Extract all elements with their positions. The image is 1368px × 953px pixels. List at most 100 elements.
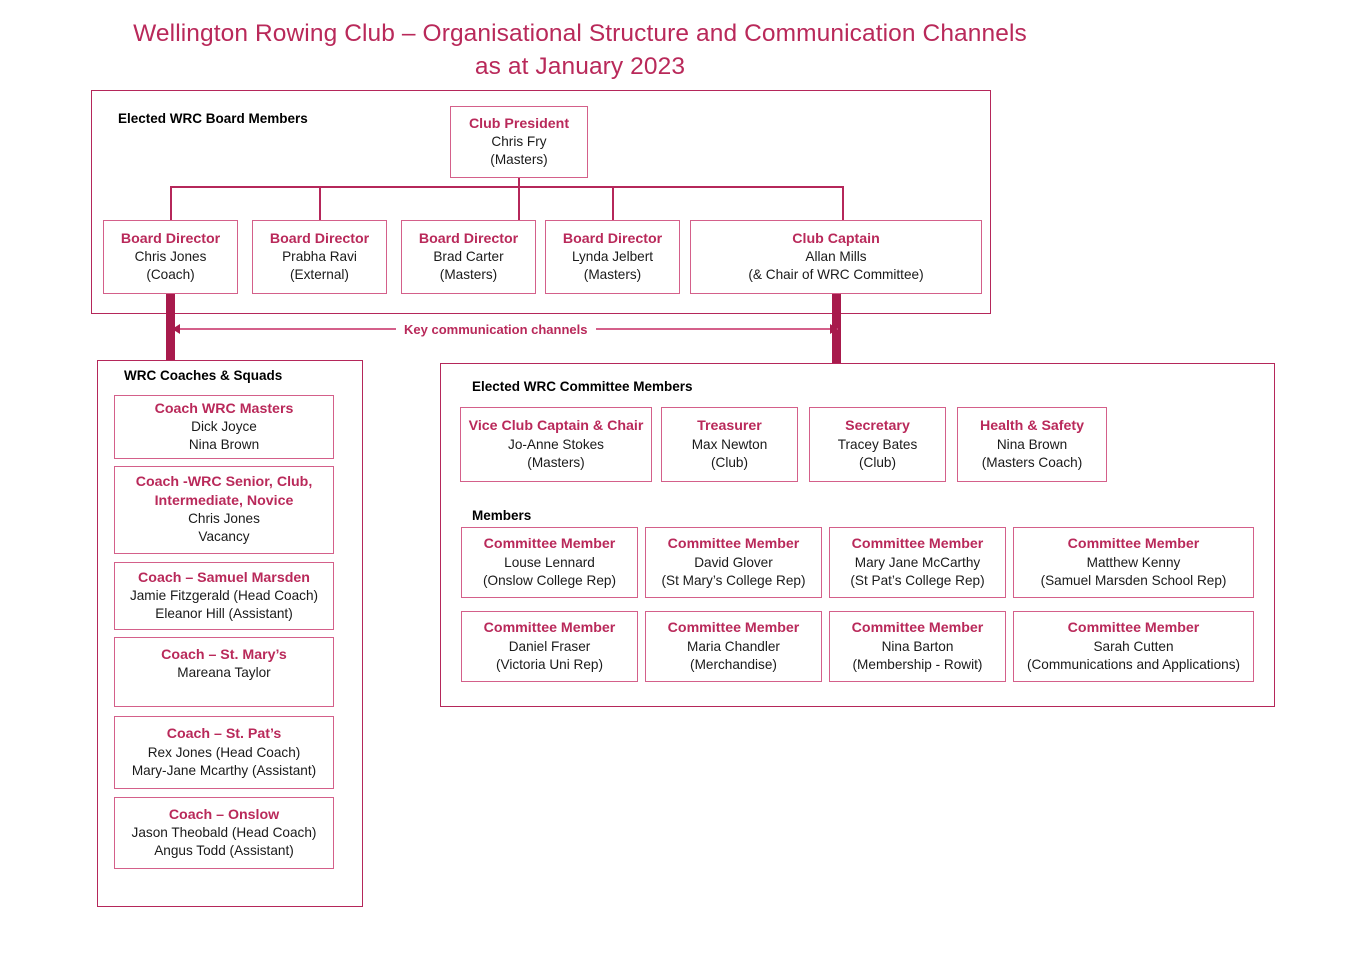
node-sub: (Masters Coach) xyxy=(981,454,1083,470)
node-sub: (St Mary’s College Rep) xyxy=(661,572,806,588)
communication-arrow-head-right xyxy=(830,324,838,334)
node-sub: (& Chair of WRC Committee) xyxy=(748,267,924,283)
node-name: Daniel Fraser xyxy=(508,638,591,654)
node-name: Chris Jones xyxy=(134,249,207,265)
node-role: Board Director xyxy=(120,230,221,247)
node-sub: (Communications and Applications) xyxy=(1026,656,1241,672)
node-name: Prabha Ravi xyxy=(282,249,357,265)
node-sub: (Masters) xyxy=(490,152,548,168)
node-role: Health & Safety xyxy=(979,418,1085,435)
node-role: Club Captain xyxy=(792,230,880,247)
node-sub: (Masters) xyxy=(527,454,585,470)
node-name: Chris Fry xyxy=(491,134,547,150)
coach-node-senior-club-intermediate-novice[interactable]: Coach -WRC Senior, Club, Intermediate, N… xyxy=(114,466,334,554)
board-node-president[interactable]: Club President Chris Fry (Masters) xyxy=(450,106,588,178)
connector-board-to-coaches xyxy=(166,294,175,362)
node-name: Dick Joyce xyxy=(191,419,257,435)
node-sub: (Club) xyxy=(858,454,896,470)
board-node-club-captain[interactable]: Club Captain Allan Mills (& Chair of WRC… xyxy=(690,220,982,294)
node-sub: (Coach) xyxy=(146,267,195,283)
node-role: Committee Member xyxy=(483,536,616,553)
node-name: Matthew Kenny xyxy=(1086,554,1181,570)
node-role: Committee Member xyxy=(483,620,616,637)
board-drop-1 xyxy=(170,186,172,220)
committee-member-node-7[interactable]: Committee Member Nina Barton (Membership… xyxy=(829,611,1006,682)
connector-board-to-committee xyxy=(832,294,841,384)
node-sub: (Victoria Uni Rep) xyxy=(495,656,604,672)
committee-member-node-1[interactable]: Committee Member Louse Lennard (Onslow C… xyxy=(461,527,638,598)
board-panel-label: Elected WRC Board Members xyxy=(118,111,308,126)
committee-member-node-5[interactable]: Committee Member Daniel Fraser (Victoria… xyxy=(461,611,638,682)
node-sub: (Onslow College Rep) xyxy=(483,572,616,588)
committee-member-node-8[interactable]: Committee Member Sarah Cutten (Communica… xyxy=(1013,611,1254,682)
committee-node-vice-captain-chair[interactable]: Vice Club Captain & Chair Jo-Anne Stokes… xyxy=(460,407,652,482)
committee-member-node-4[interactable]: Committee Member Matthew Kenny (Samuel M… xyxy=(1013,527,1254,598)
node-role: Board Director xyxy=(562,230,663,247)
node-role: Coach – St. Mary’s xyxy=(161,647,287,663)
node-name: Maria Chandler xyxy=(687,638,780,654)
node-sub: (Merchandise) xyxy=(690,656,777,672)
coach-node-masters[interactable]: Coach WRC Masters Dick Joyce Nina Brown xyxy=(114,395,334,459)
coach-node-st-pats[interactable]: Coach – St. Pat’s Rex Jones (Head Coach)… xyxy=(114,716,334,789)
node-name: Sarah Cutten xyxy=(1093,638,1174,654)
node-name-2: Nina Brown xyxy=(188,437,260,453)
board-node-director-3[interactable]: Board Director Brad Carter (Masters) xyxy=(401,220,536,294)
node-sub: (St Pat’s College Rep) xyxy=(850,572,985,588)
committee-member-node-3[interactable]: Committee Member Mary Jane McCarthy (St … xyxy=(829,527,1006,598)
node-name: Brad Carter xyxy=(433,249,504,265)
node-sub: (Membership - Rowit) xyxy=(852,656,983,672)
node-name: Jo-Anne Stokes xyxy=(508,436,604,452)
node-name: Lynda Jelbert xyxy=(571,249,654,265)
node-sub: (Masters) xyxy=(439,267,498,283)
node-name: Chris Jones xyxy=(188,511,260,527)
committee-node-health-safety[interactable]: Health & Safety Nina Brown (Masters Coac… xyxy=(957,407,1107,482)
node-role: Committee Member xyxy=(851,536,984,553)
page-title: Wellington Rowing Club – Organisational … xyxy=(0,18,1160,83)
node-name: Jamie Fitzgerald (Head Coach) xyxy=(129,588,319,604)
node-role: Committee Member xyxy=(667,536,800,553)
node-role: Committee Member xyxy=(851,620,984,637)
node-role: Secretary xyxy=(845,418,910,435)
committee-member-node-2[interactable]: Committee Member David Glover (St Mary’s… xyxy=(645,527,822,598)
node-role: Coach – Samuel Marsden xyxy=(138,569,310,586)
node-name: Max Newton xyxy=(691,436,768,452)
page-title-line-1: Wellington Rowing Club – Organisational … xyxy=(133,20,1027,47)
node-role: Treasurer xyxy=(697,418,762,435)
committee-member-node-6[interactable]: Committee Member Maria Chandler (Merchan… xyxy=(645,611,822,682)
committee-node-secretary[interactable]: Secretary Tracey Bates (Club) xyxy=(809,407,946,482)
board-node-director-1[interactable]: Board Director Chris Jones (Coach) xyxy=(103,220,238,294)
node-role: Board Director xyxy=(269,230,370,247)
node-role: Coach WRC Masters xyxy=(154,400,294,417)
node-name: Nina Brown xyxy=(996,436,1068,452)
node-role: Coach – St. Pat’s xyxy=(166,726,282,743)
node-name-2: Mary-Jane Mcarthy (Assistant) xyxy=(131,762,317,778)
coach-node-st-marys[interactable]: Coach – St. Mary’s Mareana Taylor xyxy=(114,637,334,707)
node-sub: (External) xyxy=(290,267,349,283)
board-bus xyxy=(170,186,843,188)
board-drop-4 xyxy=(612,186,614,220)
node-name: Mary Jane McCarthy xyxy=(854,554,981,570)
coaches-panel-label: WRC Coaches & Squads xyxy=(124,368,283,383)
communication-arrow-head-left xyxy=(172,324,180,334)
node-role: Vice Club Captain & Chair xyxy=(468,418,644,435)
node-name-2: Vacancy xyxy=(198,529,250,545)
node-role: Club President xyxy=(468,115,570,132)
board-node-director-4[interactable]: Board Director Lynda Jelbert (Masters) xyxy=(545,220,680,294)
node-name: Louse Lennard xyxy=(504,554,595,570)
committee-members-label: Members xyxy=(472,508,532,523)
node-role: Committee Member xyxy=(667,620,800,637)
node-role: Committee Member xyxy=(1067,620,1200,637)
board-node-director-2[interactable]: Board Director Prabha Ravi (External) xyxy=(252,220,387,294)
node-sub: (Masters) xyxy=(583,267,642,283)
committee-panel-label: Elected WRC Committee Members xyxy=(472,379,693,394)
coach-node-samuel-marsden[interactable]: Coach – Samuel Marsden Jamie Fitzgerald … xyxy=(114,562,334,630)
node-name: David Glover xyxy=(694,554,773,570)
node-name-2: Angus Todd (Assistant) xyxy=(154,843,294,859)
node-role: Board Director xyxy=(418,230,519,247)
coach-node-onslow[interactable]: Coach – Onslow Jason Theobald (Head Coac… xyxy=(114,797,334,869)
committee-node-treasurer[interactable]: Treasurer Max Newton (Club) xyxy=(661,407,798,482)
communication-arrow-label: Key communication channels xyxy=(396,322,596,337)
node-role: Coach – Onslow xyxy=(168,806,280,823)
board-drop-5 xyxy=(842,186,844,220)
